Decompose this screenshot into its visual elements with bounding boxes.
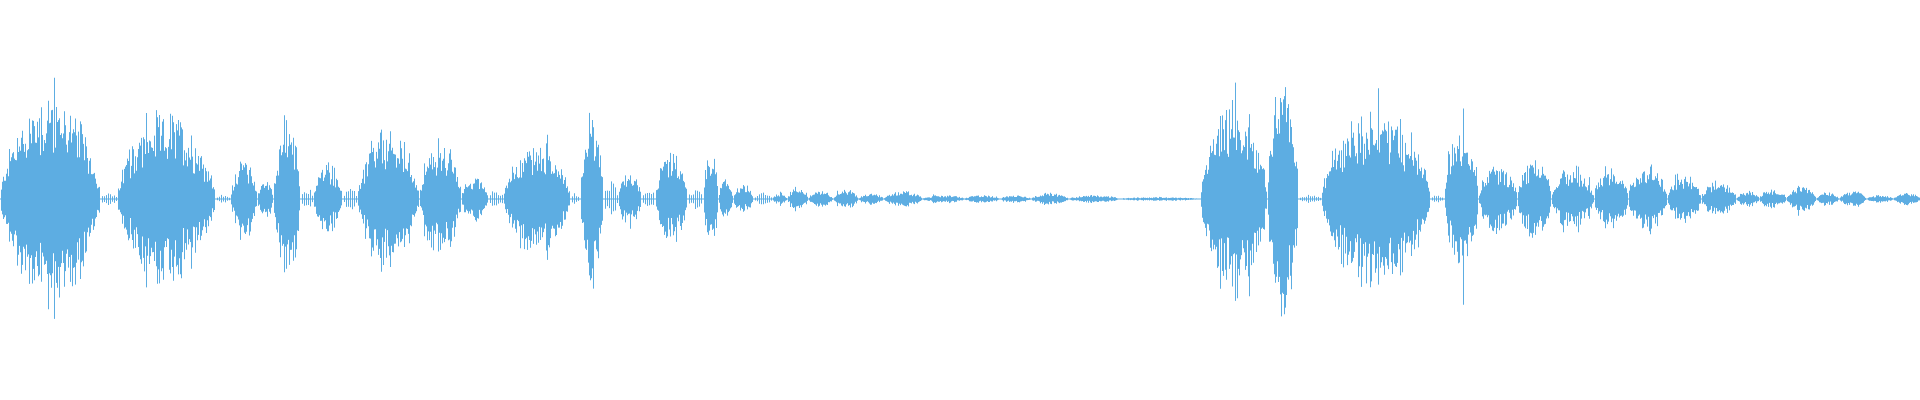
- waveform-samples: [1, 77, 1920, 319]
